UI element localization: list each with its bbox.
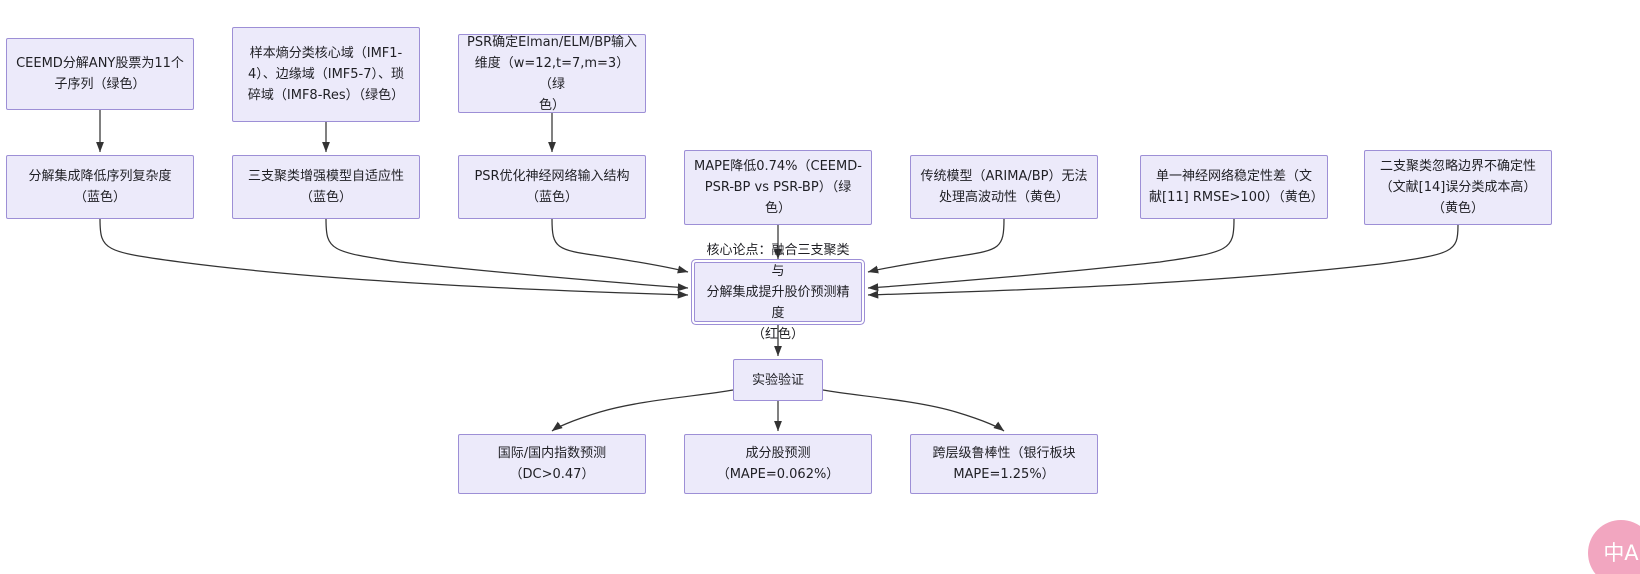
node-psr-input-dimension[interactable]: PSR确定Elman/ELM/BP输入 维度（w=12,t=7,m=3）（绿 色…: [458, 34, 646, 113]
node-mape-reduction[interactable]: MAPE降低0.74%（CEEMD- PSR-BP vs PSR-BP）（绿 色…: [684, 150, 872, 225]
node-two-way-clustering-boundary[interactable]: 二支聚类忽略边界不确定性 （文献[14]误分类成本高） （黄色）: [1364, 150, 1552, 225]
edge-n5-core: [325, 218, 689, 292]
watermark-text: 中A: [1603, 540, 1639, 565]
node-label: 二支聚类忽略边界不确定性 （文献[14]误分类成本高） （黄色）: [1379, 159, 1537, 216]
node-decomposition-reduces-complexity[interactable]: 分解集成降低序列复杂度 （蓝色）: [6, 155, 194, 219]
node-core-thesis[interactable]: 核心论点：融合三支聚类与 分解集成提升股价预测精度 （红色）: [694, 243, 862, 342]
node-label: CEEMD分解ANY股票为11个 子序列（绿色）: [16, 56, 184, 92]
node-label: PSR优化神经网络输入结构 （蓝色）: [474, 169, 630, 205]
edge-n11-n12: [551, 389, 734, 432]
node-sample-entropy-classification[interactable]: 样本熵分类核心域（IMF1- 4）、边缘域（IMF5-7）、琐 碎域（IMF8-…: [232, 27, 420, 122]
edge-n11-n14: [822, 389, 1005, 432]
edge-n4-core: [99, 218, 689, 299]
node-label: 样本熵分类核心域（IMF1- 4）、边缘域（IMF5-7）、琐 碎域（IMF8-…: [247, 46, 405, 103]
node-single-network-instability[interactable]: 单一神经网络稳定性差（文 献[11] RMSE>100）（黄色）: [1140, 155, 1328, 219]
node-label: 单一神经网络稳定性差（文 献[11] RMSE>100）（黄色）: [1149, 169, 1324, 205]
node-psr-optimizes-network-input[interactable]: PSR优化神经网络输入结构 （蓝色）: [458, 155, 646, 219]
node-label: 分解集成降低序列复杂度 （蓝色）: [28, 169, 172, 205]
node-label: 实验验证: [751, 372, 804, 388]
node-three-way-clustering-adaptivity[interactable]: 三支聚类增强模型自适应性 （蓝色）: [232, 155, 420, 219]
node-experiment-verification[interactable]: 实验验证: [733, 359, 823, 401]
node-label: 三支聚类增强模型自适应性 （蓝色）: [247, 169, 404, 205]
node-label: MAPE降低0.74%（CEEMD- PSR-BP vs PSR-BP）（绿 色…: [694, 159, 862, 216]
edge-n8-core: [867, 218, 1005, 274]
node-cross-level-robustness[interactable]: 跨层级鲁棒性（银行板块 MAPE=1.25%）: [910, 434, 1098, 494]
node-traditional-models-limitation[interactable]: 传统模型（ARIMA/BP）无法 处理高波动性（黄色）: [910, 155, 1098, 219]
node-ceemd-decomposition[interactable]: CEEMD分解ANY股票为11个 子序列（绿色）: [6, 38, 194, 110]
edge-n6-core: [551, 218, 689, 274]
node-label: PSR确定Elman/ELM/BP输入 维度（w=12,t=7,m=3）（绿 色…: [467, 34, 638, 113]
node-label: 跨层级鲁棒性（银行板块 MAPE=1.25%）: [932, 446, 1076, 482]
watermark-badge: 中A: [1588, 520, 1640, 574]
node-label: 国际/国内指数预测 （DC>0.47）: [497, 446, 607, 482]
node-constituent-stock-prediction[interactable]: 成分股预测 （MAPE=0.062%）: [684, 434, 872, 494]
edge-n9-core: [867, 218, 1235, 292]
node-label: 传统模型（ARIMA/BP）无法 处理高波动性（黄色）: [920, 169, 1088, 205]
node-label: 成分股预测 （MAPE=0.062%）: [716, 446, 840, 482]
node-index-prediction[interactable]: 国际/国内指数预测 （DC>0.47）: [458, 434, 646, 494]
node-label: 核心论点：融合三支聚类与 分解集成提升股价预测精度 （红色）: [706, 242, 850, 342]
edge-n10-core: [867, 224, 1459, 299]
